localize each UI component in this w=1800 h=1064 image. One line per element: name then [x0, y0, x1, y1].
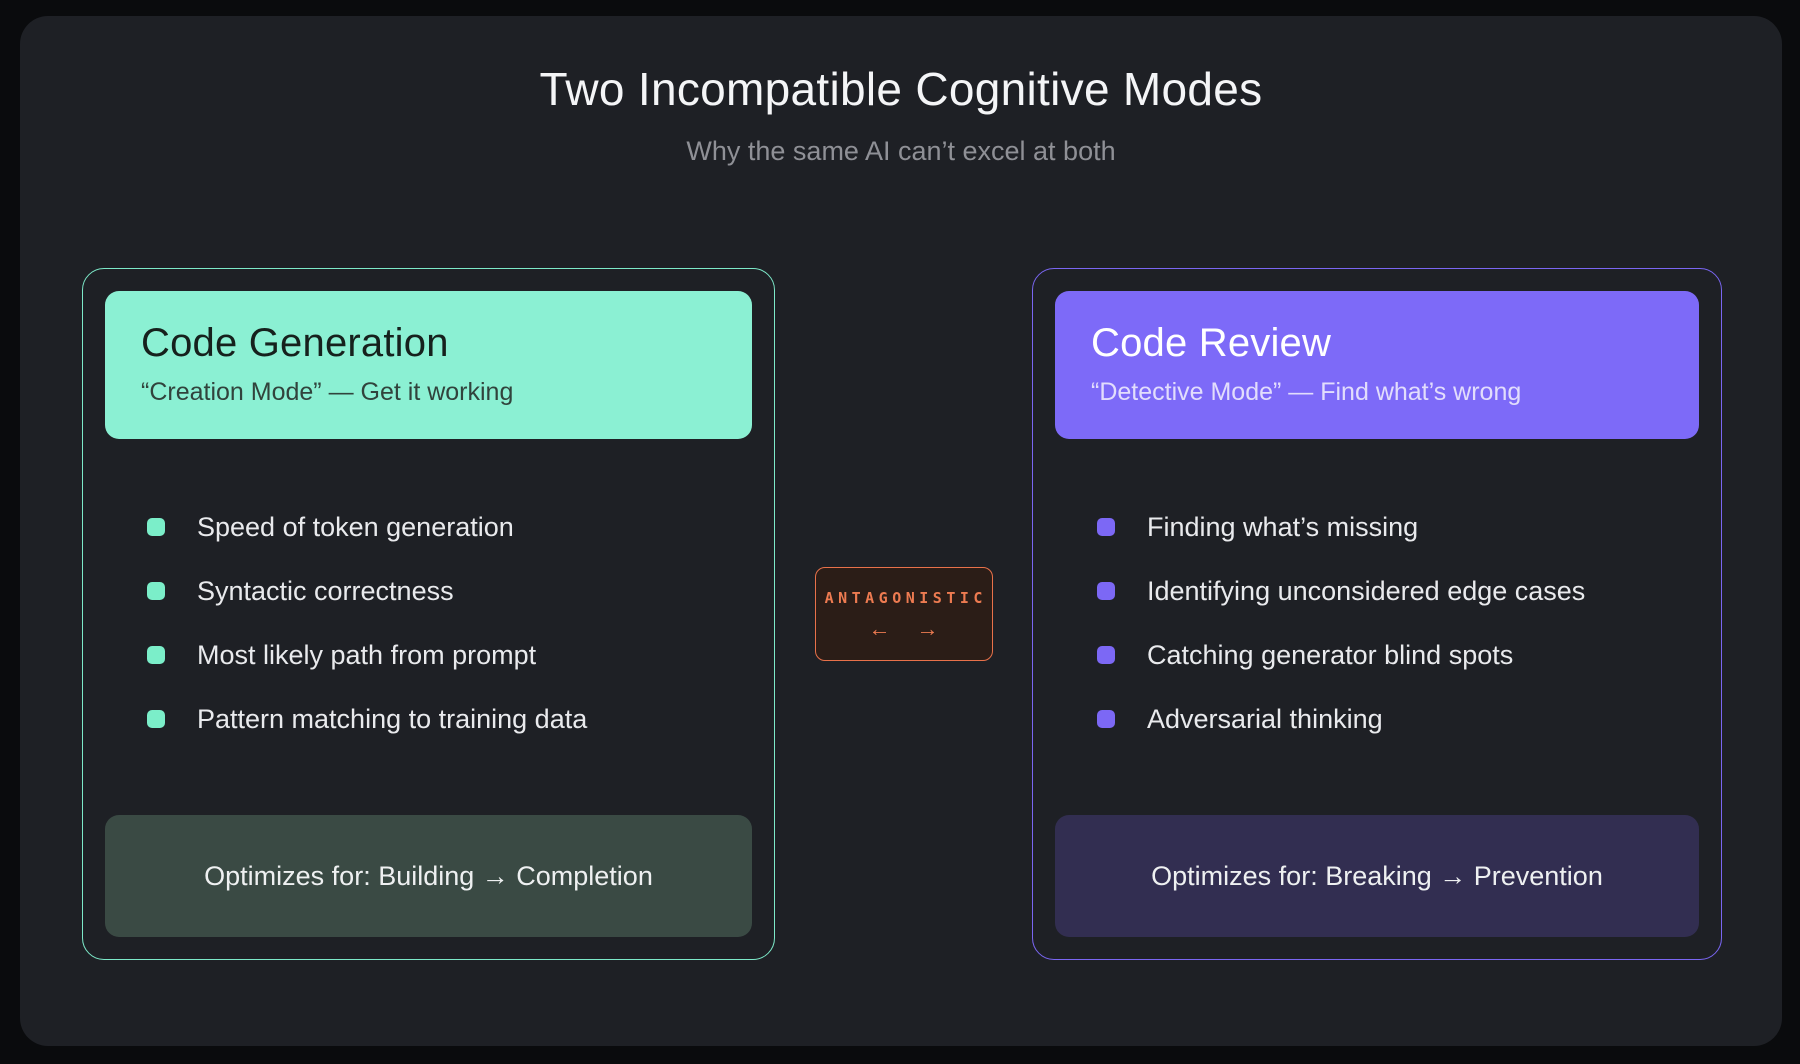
page-subtitle: Why the same AI can’t excel at both [686, 136, 1116, 166]
code-generation-card: Code Generation “Creation Mode” — Get it… [82, 268, 775, 960]
list-item-label: Identifying unconsidered edge cases [1147, 576, 1586, 606]
code-generation-list: Speed of token generation Syntactic corr… [105, 509, 752, 765]
code-review-footer: Optimizes for: Breaking → Prevention [1055, 815, 1699, 937]
code-review-subtitle: “Detective Mode” — Find what’s wrong [1091, 378, 1522, 406]
code-review-title: Code Review [1091, 321, 1332, 365]
code-generation-subtitle: “Creation Mode” — Get it working [141, 378, 514, 406]
list-item: Identifying unconsidered edge cases [1097, 573, 1699, 609]
antagonistic-badge-label: ANTAGONISTIC [824, 588, 987, 607]
list-item-label: Most likely path from prompt [197, 640, 537, 670]
page-title: Two Incompatible Cognitive Modes [539, 63, 1263, 115]
list-item: Adversarial thinking [1097, 701, 1699, 737]
code-review-footer-label: Optimizes for: Breaking → Prevention [1151, 860, 1603, 891]
slide-container: Two Incompatible Cognitive Modes Why the… [20, 16, 1782, 1046]
list-item: Most likely path from prompt [147, 637, 752, 673]
slide-header: Two Incompatible Cognitive Modes Why the… [20, 16, 1782, 167]
list-item: Pattern matching to training data [147, 701, 752, 737]
square-bullet-icon [147, 582, 165, 600]
list-item: Syntactic correctness [147, 573, 752, 609]
list-item-label: Pattern matching to training data [197, 704, 588, 734]
right-arrow-icon: → [916, 615, 939, 641]
code-review-card-header: Code Review “Detective Mode” — Find what… [1055, 291, 1699, 439]
center-badge-area: ANTAGONISTIC ← → [775, 268, 1032, 960]
comparison-row: Code Generation “Creation Mode” — Get it… [82, 268, 1722, 960]
list-item: Finding what’s missing [1097, 509, 1699, 545]
code-generation-title: Code Generation [141, 321, 449, 365]
square-bullet-icon [1097, 518, 1115, 536]
list-item: Catching generator blind spots [1097, 637, 1699, 673]
code-generation-card-header: Code Generation “Creation Mode” — Get it… [105, 291, 752, 439]
code-generation-footer: Optimizes for: Building → Completion [105, 815, 752, 937]
square-bullet-icon [1097, 710, 1115, 728]
square-bullet-icon [1097, 646, 1115, 664]
list-item: Speed of token generation [147, 509, 752, 545]
left-arrow-icon: ← [868, 615, 891, 641]
list-item-label: Catching generator blind spots [1147, 640, 1514, 670]
square-bullet-icon [147, 646, 165, 664]
code-review-list: Finding what’s missing Identifying uncon… [1055, 509, 1699, 765]
antagonistic-badge: ANTAGONISTIC ← → [814, 567, 993, 661]
code-review-card: Code Review “Detective Mode” — Find what… [1032, 268, 1722, 960]
list-item-label: Finding what’s missing [1147, 512, 1419, 542]
list-item-label: Speed of token generation [197, 512, 514, 542]
list-item-label: Syntactic correctness [197, 576, 454, 606]
code-generation-footer-label: Optimizes for: Building → Completion [204, 860, 653, 891]
list-item-label: Adversarial thinking [1147, 704, 1383, 734]
square-bullet-icon [147, 518, 165, 536]
antagonistic-badge-arrows: ← → [868, 615, 939, 641]
square-bullet-icon [147, 710, 165, 728]
square-bullet-icon [1097, 582, 1115, 600]
